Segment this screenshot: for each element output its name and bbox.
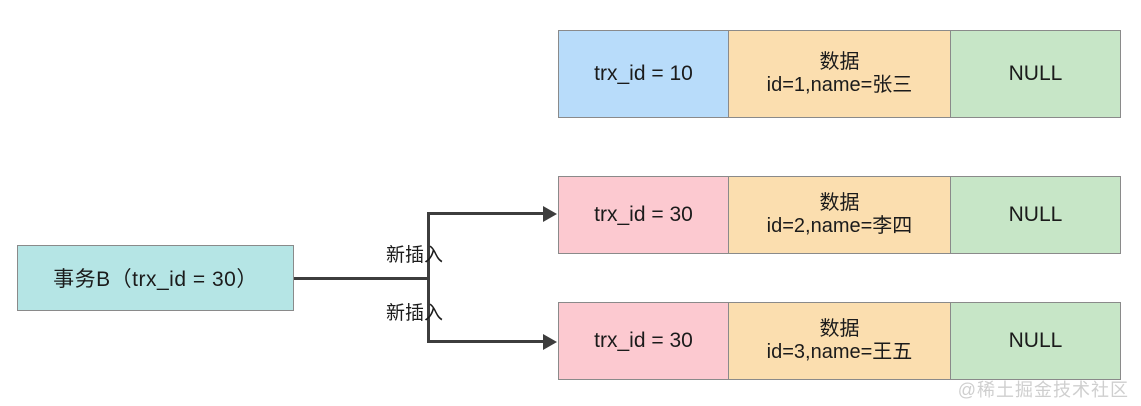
connector-branch-vertical-down (427, 277, 430, 343)
record-data-body: id=2,name=李四 (766, 215, 913, 237)
connector-branch-vertical-up (427, 212, 430, 280)
record-data-cell: 数据 id=1,name=张三 (729, 31, 951, 117)
record-data-cell: 数据 id=2,name=李四 (729, 177, 951, 253)
record-rollback-cell: NULL (951, 303, 1120, 379)
record-data-title: 数据 (819, 50, 860, 73)
record-trx-cell: trx_id = 30 (559, 177, 729, 253)
connector-label-upper: 新插入 (386, 245, 444, 266)
record-row: trx_id = 10 数据 id=1,name=张三 NULL (558, 30, 1121, 118)
connector-arrow-line-lower (427, 340, 545, 343)
record-trx-cell: trx_id = 30 (559, 303, 729, 379)
record-rollback-cell: NULL (951, 177, 1120, 253)
connector-trunk-horizontal (294, 277, 429, 280)
watermark: @稀土掘金技术社区 (957, 380, 1129, 400)
record-data-body: id=3,name=王五 (766, 341, 913, 363)
record-rollback-cell: NULL (951, 31, 1120, 117)
record-row: trx_id = 30 数据 id=3,name=王五 NULL (558, 302, 1121, 380)
record-data-cell: 数据 id=3,name=王五 (729, 303, 951, 379)
record-trx-cell: trx_id = 10 (559, 31, 729, 117)
record-data-title: 数据 (819, 317, 860, 340)
connector-label-lower: 新插入 (386, 303, 444, 324)
record-data-title: 数据 (819, 191, 860, 214)
transaction-box: 事务B（trx_id = 30） (17, 245, 294, 311)
arrowhead-lower-icon (543, 334, 557, 350)
transaction-box-label: 事务B（trx_id = 30） (53, 268, 258, 291)
record-row: trx_id = 30 数据 id=2,name=李四 NULL (558, 176, 1121, 254)
connector-arrow-line-upper (427, 212, 545, 215)
record-data-body: id=1,name=张三 (766, 74, 913, 96)
arrowhead-upper-icon (543, 206, 557, 222)
